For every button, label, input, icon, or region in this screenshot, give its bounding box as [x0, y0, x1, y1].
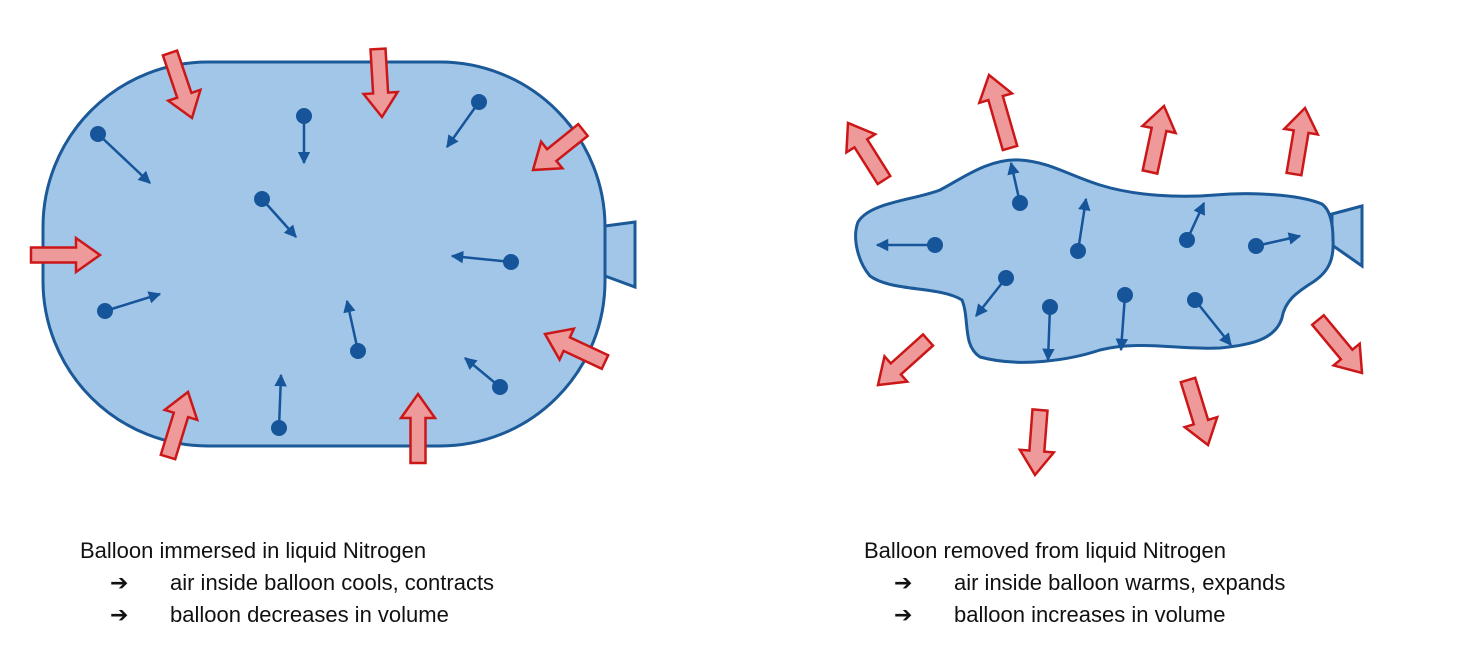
left-molecules	[90, 94, 519, 436]
right-balloon	[854, 158, 1364, 364]
right-caption: Balloon removed from liquid Nitrogen ➔ a…	[864, 535, 1285, 631]
molecule-dot-arrow-icon	[975, 270, 1014, 317]
block-arrow-icon	[1310, 313, 1364, 375]
block-arrow-icon	[159, 389, 200, 461]
right-caption-bullet-text: balloon increases in volume	[954, 602, 1226, 627]
molecule-dot-arrow-icon	[97, 291, 162, 319]
molecule-dot-arrow-icon	[1187, 292, 1232, 346]
right-caption-title: Balloon removed from liquid Nitrogen	[864, 538, 1226, 563]
left-caption: Balloon immersed in liquid Nitrogen ➔ ai…	[80, 535, 494, 631]
left-caption-bullet-text: air inside balloon cools, contracts	[170, 570, 495, 595]
left-pressure-arrows	[29, 47, 610, 465]
right-pressure-arrows	[845, 72, 1364, 478]
left-balloon-knot	[603, 220, 637, 290]
left-caption-title: Balloon immersed in liquid Nitrogen	[80, 538, 427, 563]
right-arrow-icon: ➔	[894, 570, 913, 595]
right-balloon-body	[854, 158, 1335, 364]
block-arrow-icon	[161, 49, 203, 121]
left-caption-bullet: ➔ air inside balloon cools, contracts	[80, 567, 494, 599]
block-arrow-icon	[876, 332, 935, 387]
block-arrow-icon	[845, 121, 893, 186]
molecule-dot-arrow-icon	[1007, 161, 1028, 211]
molecule-dot-arrow-icon	[90, 126, 151, 184]
molecule-dot-arrow-icon	[1248, 232, 1302, 254]
block-arrow-icon	[543, 327, 610, 371]
right-caption-bullet: ➔ balloon increases in volume	[864, 599, 1285, 631]
molecule-dot-arrow-icon	[296, 108, 312, 165]
right-molecules	[875, 161, 1302, 362]
block-arrow-icon	[398, 391, 438, 465]
molecule-dot-arrow-icon	[271, 373, 287, 436]
molecule-dot-arrow-icon	[1179, 201, 1206, 248]
block-arrow-icon	[1139, 103, 1178, 176]
right-caption-bullet-text: air inside balloon warms, expands	[954, 570, 1286, 595]
block-arrow-icon	[361, 47, 400, 120]
block-arrow-icon	[29, 235, 103, 275]
block-arrow-icon	[1179, 376, 1220, 448]
right-arrow-icon: ➔	[894, 602, 913, 627]
molecule-dot-arrow-icon	[445, 94, 487, 149]
block-arrow-icon	[1017, 408, 1057, 478]
block-arrow-icon	[1281, 105, 1320, 177]
right-arrow-icon: ➔	[110, 602, 129, 627]
right-caption-bullet: ➔ air inside balloon warms, expands	[864, 567, 1285, 599]
molecule-dot-arrow-icon	[254, 191, 297, 238]
block-arrow-icon	[531, 122, 590, 172]
molecule-dot-arrow-icon	[1115, 287, 1133, 352]
molecule-dot-arrow-icon	[464, 357, 508, 395]
block-arrow-icon	[977, 72, 1019, 152]
molecule-dot-arrow-icon	[1042, 299, 1058, 362]
molecule-dot-arrow-icon	[450, 250, 519, 270]
left-balloon-body	[41, 60, 607, 448]
molecule-dot-arrow-icon	[343, 299, 366, 359]
left-caption-bullet-text: balloon decreases in volume	[170, 602, 449, 627]
right-balloon-knot	[1330, 204, 1364, 269]
molecule-dot-arrow-icon	[875, 237, 943, 253]
left-balloon	[41, 60, 637, 448]
molecule-dot-arrow-icon	[1070, 197, 1091, 259]
left-caption-bullet: ➔ balloon decreases in volume	[80, 599, 494, 631]
right-arrow-icon: ➔	[110, 570, 129, 595]
